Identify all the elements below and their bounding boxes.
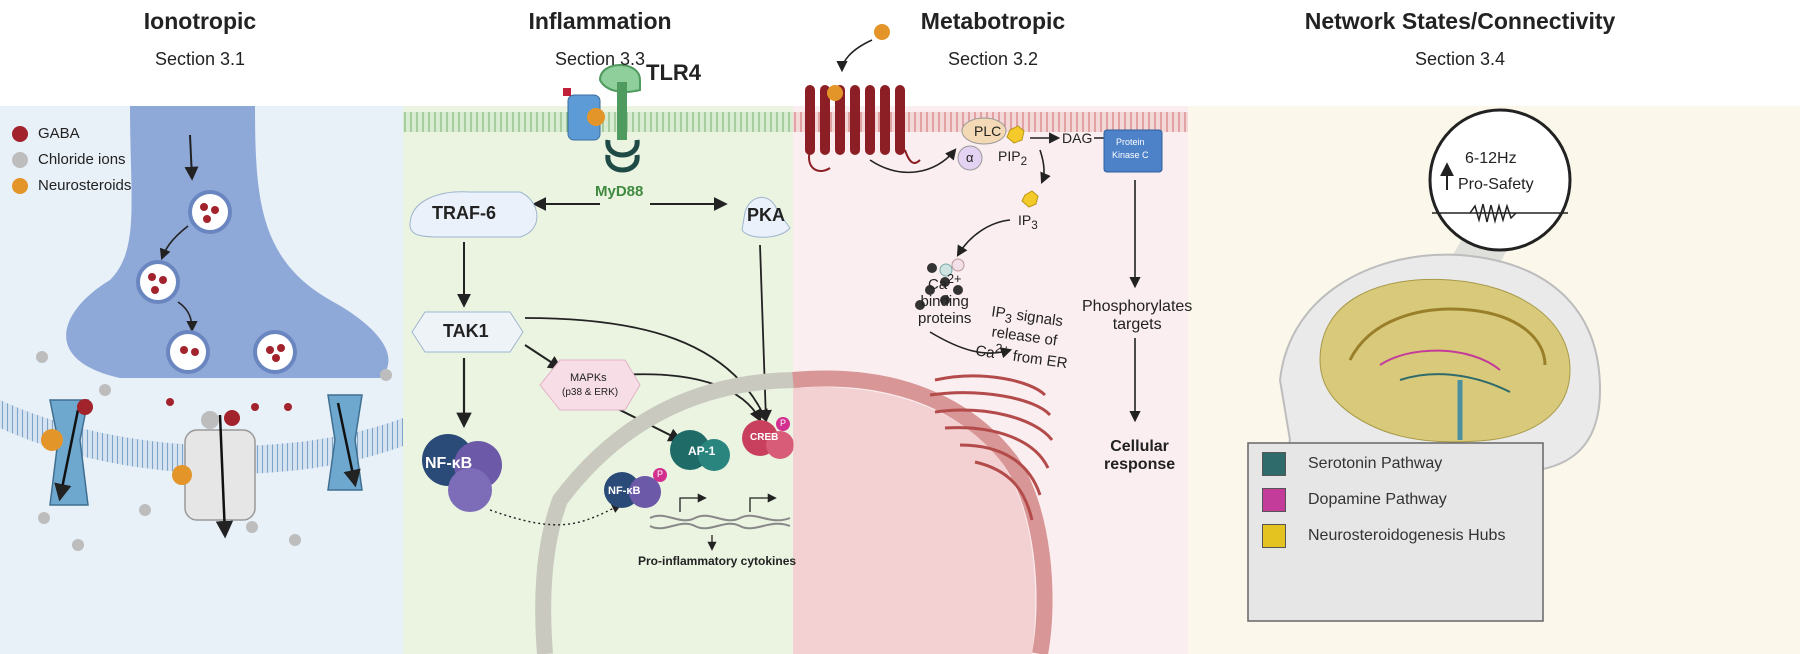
legend-dopamine: Dopamine Pathway <box>1262 488 1447 512</box>
key-neurosteroids: Neurosteroids <box>12 177 131 194</box>
serotonin-swatch <box>1262 452 1286 476</box>
serotonin-pathway-line <box>1399 373 1511 393</box>
section-title: Ionotropic <box>143 8 257 34</box>
section-header-ionotropic: Ionotropic Section 3.1 <box>0 8 420 70</box>
legend-neurosteroidogenesis: Neurosteroidogenesis Hubs <box>1262 524 1505 548</box>
tlr4-label: TLR4 <box>646 60 701 85</box>
cellular-response-label: Cellular response <box>1104 438 1176 473</box>
mapks-node <box>539 359 641 411</box>
gpcr-receptor <box>805 85 921 172</box>
section-header-inflammation: Inflammation Section 3.3 <box>380 8 820 70</box>
ligand <box>874 24 890 40</box>
ip3-molecule <box>1021 190 1039 208</box>
pip2-label: PIP2 <box>998 148 1028 168</box>
vesicle <box>188 190 232 234</box>
postsynaptic-membrane <box>0 400 403 474</box>
ap1-node <box>670 430 730 471</box>
nfkb-phospho-label: P <box>657 469 664 479</box>
nfkb-nuclear <box>604 468 667 508</box>
release-arrow <box>184 134 199 181</box>
dna-strand <box>649 514 791 522</box>
creb-node <box>742 417 794 459</box>
key-gaba: GABA <box>12 125 80 142</box>
calcium-binding-label: Ca2+ binding proteins <box>918 272 972 327</box>
legend-label: Serotonin Pathway <box>1308 455 1443 472</box>
section-subtitle: Section 3.1 <box>154 49 246 69</box>
endoplasmic-reticulum <box>929 374 1054 521</box>
nucleus-red <box>793 386 1036 654</box>
nuclear-envelope-red <box>792 370 1053 654</box>
legend-serotonin: Serotonin Pathway <box>1262 452 1442 476</box>
traf6-node <box>409 191 538 238</box>
pkc-label-line1: Protein <box>1116 137 1145 147</box>
section-subtitle: Section 3.2 <box>947 49 1039 69</box>
key-chloride: Chloride ions <box>12 151 126 168</box>
nfkb-nuclear-label: NF-κB <box>608 485 641 497</box>
key-label: Neurosteroids <box>38 177 132 194</box>
cytokines-label: Pro-inflammatory cytokines <box>638 554 797 568</box>
key-label: Chloride ions <box>38 151 126 168</box>
nuclear-envelope-green <box>535 372 801 654</box>
frequency-label: 6-12Hz <box>1465 150 1517 167</box>
dopamine-swatch <box>1262 488 1286 512</box>
section-title: Metabotropic <box>920 8 1066 34</box>
oscillation-trace <box>1469 203 1517 224</box>
plc-label: PLC <box>974 123 1002 139</box>
chloride-dot-icon <box>12 151 28 168</box>
calcium-binding-protein <box>939 258 965 277</box>
tak1-node <box>411 311 524 353</box>
g-alpha-subunit <box>957 145 983 171</box>
phosphorylates-label: Phosphorylates targets <box>1082 298 1193 333</box>
plc-enzyme <box>961 117 1007 145</box>
section-title: Network States/Connectivity <box>1304 8 1616 34</box>
vesicle <box>253 330 297 374</box>
mapks-sub-label: (p38 & ERK) <box>562 387 619 398</box>
gaba-a-receptor-left <box>41 399 93 506</box>
creb-phospho-label: P <box>780 418 787 428</box>
nfkb-label: NF-κB <box>425 455 473 472</box>
pka-label: PKA <box>747 205 786 225</box>
section-header-network: Network States/Connectivity Section 3.4 <box>1240 8 1680 70</box>
tak1-label: TAK1 <box>443 321 489 341</box>
dag-label: DAG <box>1062 130 1093 146</box>
protein-kinase-c-node <box>1103 129 1163 173</box>
vesicle <box>136 260 180 304</box>
neurosteroidogenesis-swatch <box>1262 524 1286 548</box>
presynaptic-terminal <box>66 106 389 378</box>
section-subtitle: Section 3.4 <box>1414 49 1506 69</box>
gaba-dot-icon <box>12 125 28 142</box>
mapks-label: MAPKs <box>570 372 607 384</box>
section-subtitle: Section 3.3 <box>554 49 646 69</box>
pka-node <box>741 196 791 238</box>
pro-safety-label: Pro-Safety <box>1458 176 1534 193</box>
pathway-legend-box <box>1247 442 1544 622</box>
traf6-label: TRAF-6 <box>432 203 496 223</box>
myd88-label: MyD88 <box>595 183 644 200</box>
nfkb-complex <box>422 434 502 512</box>
legend-label: Neurosteroidogenesis Hubs <box>1308 527 1506 544</box>
neurosteroid-dot-icon <box>12 177 28 194</box>
frequency-inset <box>1428 108 1572 252</box>
pkc-label-line2: Kinase C <box>1112 150 1149 160</box>
alpha-label: α <box>966 150 974 165</box>
calcium-ions <box>915 263 963 310</box>
dopamine-pathway-line <box>1379 349 1501 371</box>
ap1-label: AP-1 <box>688 444 716 458</box>
vesicle <box>166 330 210 374</box>
section-header-metabotropic: Metabotropic Section 3.2 <box>773 8 1213 70</box>
legend-label: Dopamine Pathway <box>1308 491 1447 508</box>
ion-channel-center <box>172 410 256 539</box>
pip2-molecule <box>1006 125 1025 144</box>
tlr4-receptor <box>563 64 641 173</box>
ip3-label: IP3 <box>1018 212 1038 232</box>
section-title: Inflammation <box>528 8 672 34</box>
creb-label: CREB <box>750 432 779 443</box>
key-label: GABA <box>38 125 80 142</box>
gaba-a-receptor-right <box>327 394 363 491</box>
